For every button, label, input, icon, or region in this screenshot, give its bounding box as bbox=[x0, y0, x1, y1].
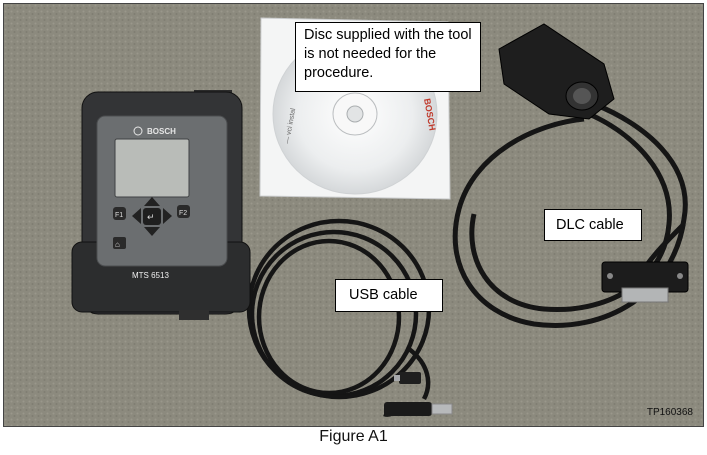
mts-device: BOSCH F1 F2 ↵ ⌂ MTS 6513 bbox=[71, 90, 251, 320]
figure-caption: Figure A1 bbox=[319, 428, 388, 445]
f1-key-label: F1 bbox=[115, 212, 123, 219]
usb-mini-connector bbox=[394, 372, 421, 384]
image-code: TP160368 bbox=[646, 407, 693, 418]
device-brand-label: BOSCH bbox=[147, 127, 176, 136]
svg-text:⌂: ⌂ bbox=[115, 240, 120, 249]
svg-text:↵: ↵ bbox=[147, 212, 155, 222]
obd-connector bbox=[498, 23, 615, 120]
dlc-cable-callout: DLC cable bbox=[544, 209, 642, 241]
dlc-db-connector bbox=[601, 261, 689, 303]
device-model-label: MTS 6513 bbox=[132, 271, 169, 280]
usb-plug bbox=[384, 402, 453, 416]
disc-note-callout: Disc supplied with the tool is not neede… bbox=[295, 22, 481, 92]
usb-cable-callout: USB cable bbox=[335, 279, 443, 312]
device-screen bbox=[114, 138, 190, 198]
f2-key-label: F2 bbox=[179, 210, 187, 217]
